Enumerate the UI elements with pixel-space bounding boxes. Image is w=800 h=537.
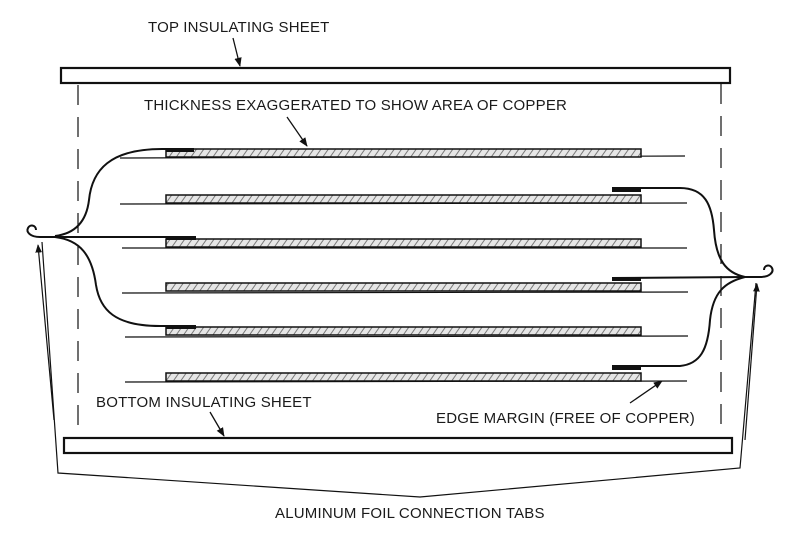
bottom-sheet-label: BOTTOM INSULATING SHEET <box>96 394 312 411</box>
top-sheet-arrow <box>232 37 242 67</box>
foil-tab-contact <box>612 366 641 370</box>
foil-tab-contact <box>612 277 641 281</box>
edge-margin-arrow <box>629 380 663 404</box>
layer-6 <box>124 366 688 383</box>
top-insulating-sheet <box>59 66 732 85</box>
tabs-callout-outline <box>41 241 757 498</box>
left-foil-tab <box>26 148 196 327</box>
layer-1 <box>119 148 686 159</box>
layer-3 <box>122 236 687 249</box>
top-sheet-label: TOP INSULATING SHEET <box>148 19 330 36</box>
thickness-label: THICKNESS EXAGGERATED TO SHOW AREA OF CO… <box>144 97 567 114</box>
foil-tab-contact <box>612 188 641 192</box>
layer-5 <box>124 325 689 338</box>
right-tab-arrow <box>744 283 760 441</box>
tabs-label: ALUMINUM FOIL CONNECTION TABS <box>275 505 545 522</box>
layer-4 <box>121 277 689 294</box>
bottom-insulating-sheet <box>62 436 734 455</box>
left-tab-arrow <box>35 244 55 421</box>
thickness-arrow <box>286 116 308 147</box>
right-foil-tab <box>611 187 774 367</box>
bottom-sheet-arrow <box>209 411 225 437</box>
edge-margin-label: EDGE MARGIN (FREE OF COPPER) <box>436 410 695 427</box>
layer-2 <box>119 188 688 205</box>
